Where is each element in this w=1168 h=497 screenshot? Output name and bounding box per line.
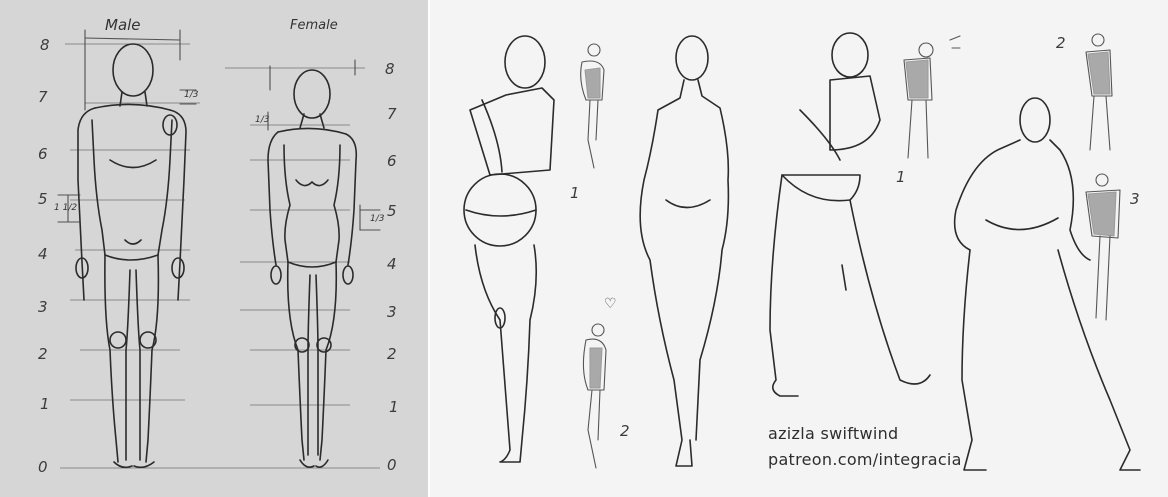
gesture-sketches-drawing (430, 0, 1168, 497)
male-figure (76, 44, 186, 467)
scale-right-0: 0 (387, 456, 397, 474)
fraction-female-waist: 1/3 (370, 214, 384, 224)
heart-icon: ♡ (604, 296, 617, 312)
scale-right-1: 1 (389, 398, 399, 416)
scale-right-4: 4 (387, 255, 397, 273)
scale-left-8: 8 (40, 36, 50, 54)
sketch-small-figure-2 (583, 324, 606, 468)
proportion-chart-drawing (0, 0, 428, 497)
number-3-right: 3 (1130, 190, 1140, 208)
scale-right-3: 3 (387, 303, 397, 321)
scale-left-1: 1 (40, 395, 50, 413)
scale-right-2: 2 (387, 345, 397, 363)
scale-right-7: 7 (387, 105, 397, 123)
female-figure (268, 70, 356, 467)
scale-left-3: 3 (38, 298, 48, 316)
scale-left-6: 6 (38, 145, 48, 163)
female-head-box (268, 60, 360, 230)
fraction-male-head: 1/3 (184, 90, 198, 100)
fraction-male-torso: 1 1/2 (54, 203, 77, 213)
scale-right-5: 5 (387, 202, 397, 220)
sketch-small-figure-1 (581, 44, 604, 168)
scale-left-5: 5 (38, 190, 48, 208)
female-label: Female (290, 18, 338, 33)
credit-url: patreon.com/integracia (768, 450, 962, 469)
male-head-box (85, 30, 196, 110)
scale-left-0: 0 (38, 458, 48, 476)
sketch-small-figure-4 (1086, 34, 1112, 150)
scale-left-2: 2 (38, 345, 48, 363)
sketch-box-mannequin (464, 36, 554, 462)
number-1-left: 1 (570, 184, 580, 202)
scale-right-6: 6 (387, 152, 397, 170)
gesture-sketches: 1 2 1 2 3 ♡ azizla swiftwind patreon.com… (430, 0, 1168, 497)
sketch-feminine-gesture (640, 36, 728, 466)
number-2-left: 2 (620, 422, 630, 440)
sketch-small-figure-3 (904, 36, 960, 158)
proportion-chart: Male Female 8 7 6 5 4 3 2 1 0 8 7 6 5 4 … (0, 0, 428, 497)
scale-right-8: 8 (385, 60, 395, 78)
number-1-right: 1 (896, 168, 906, 186)
male-label: Male (105, 16, 141, 34)
scale-left-7: 7 (38, 88, 48, 106)
scale-left-4: 4 (38, 245, 48, 263)
sketch-small-figure-5 (1086, 174, 1120, 320)
sketch-leaning-mannequin (770, 33, 930, 396)
sketch-walking-figure (955, 98, 1140, 470)
credit-name: azizla swiftwind (768, 424, 899, 443)
fraction-female-neck: 1/3 (255, 115, 269, 125)
number-2-right: 2 (1056, 34, 1066, 52)
